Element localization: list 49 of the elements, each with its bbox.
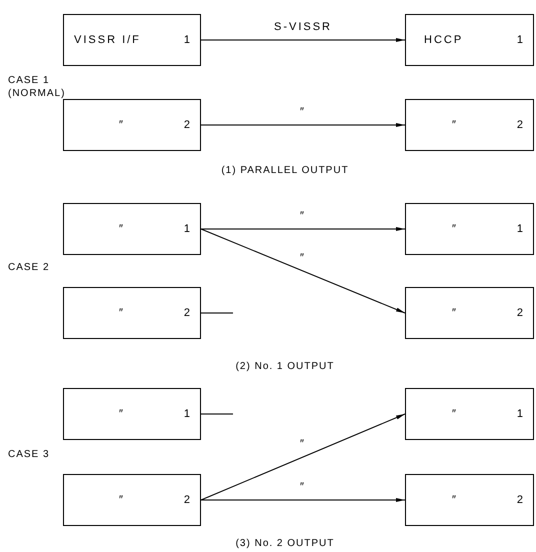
block-box <box>405 388 534 440</box>
block-box <box>63 99 201 151</box>
block-name: ″ <box>119 306 125 320</box>
case-caption: (3) No. 2 OUTPUT <box>234 537 336 550</box>
block-box <box>63 388 201 440</box>
block-name: ″ <box>119 407 125 421</box>
block-name: ″ <box>119 222 125 236</box>
block-number: 2 <box>184 306 192 320</box>
block-name: ″ <box>452 306 458 320</box>
block-name: HCCP <box>424 33 464 47</box>
block-name: ″ <box>452 493 458 507</box>
block-name: ″ <box>452 222 458 236</box>
block-number: 1 <box>516 222 525 236</box>
block-number: 1 <box>184 33 192 47</box>
arrow <box>200 228 406 314</box>
block-number: 1 <box>516 407 525 421</box>
case-label: CASE 2 <box>8 261 51 274</box>
block-number: 1 <box>184 222 192 236</box>
block-box <box>405 203 534 255</box>
block-number: 2 <box>516 306 525 320</box>
block-name: ″ <box>452 118 458 132</box>
case-label: CASE 3 <box>8 448 51 461</box>
arrow <box>200 38 406 42</box>
line-stub <box>200 312 234 314</box>
block-box <box>405 99 534 151</box>
block-name: ″ <box>119 118 125 132</box>
block-box <box>405 287 534 339</box>
block-name: ″ <box>119 493 125 507</box>
block-number: 1 <box>184 407 192 421</box>
block-name: ″ <box>452 407 458 421</box>
block-number: 2 <box>516 118 525 132</box>
block-box <box>63 474 201 526</box>
block-box <box>405 14 534 66</box>
block-number: 2 <box>516 493 525 507</box>
block-number: 1 <box>516 33 525 47</box>
case-label: CASE 1 (NORMAL) <box>8 74 66 100</box>
arrow <box>200 414 406 500</box>
block-number: 2 <box>184 493 192 507</box>
arrow <box>200 498 406 502</box>
arrow <box>200 227 406 231</box>
block-box <box>405 474 534 526</box>
block-box <box>63 287 201 339</box>
case-caption: (1) PARALLEL OUTPUT <box>220 164 350 177</box>
block-box <box>63 14 201 66</box>
case-caption: (2) No. 1 OUTPUT <box>234 360 336 373</box>
block-name: VISSR I/F <box>74 33 141 47</box>
arrow <box>200 123 406 127</box>
block-number: 2 <box>184 118 192 132</box>
block-box <box>63 203 201 255</box>
